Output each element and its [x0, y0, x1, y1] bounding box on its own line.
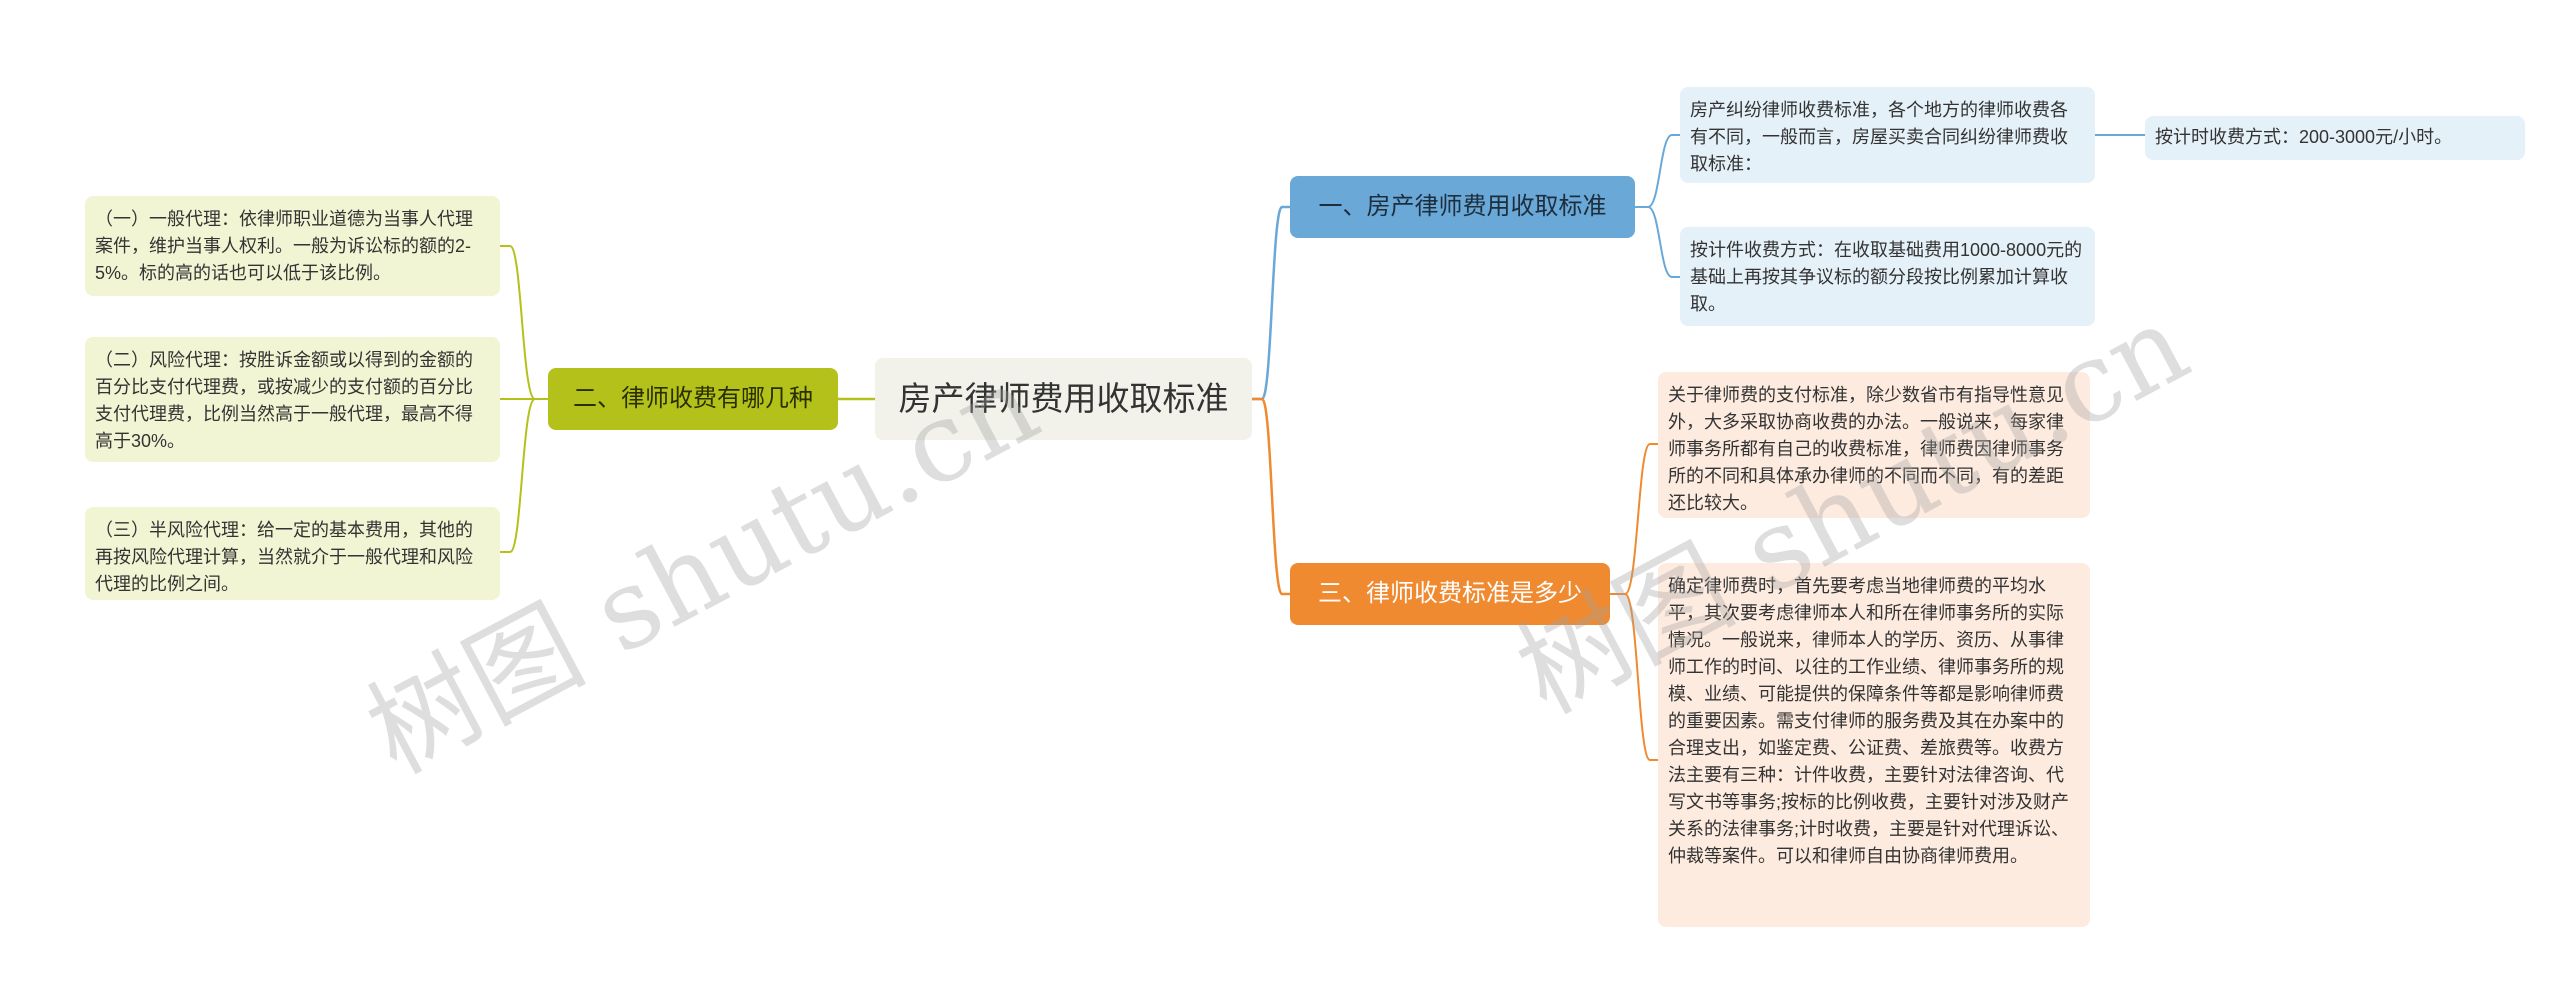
leaf-semi-risk-agency[interactable]: （三）半风险代理：给一定的基本费用，其他的再按风险代理计算，当然就介于一般代理和… — [85, 507, 500, 600]
root-topic[interactable]: 房产律师费用收取标准 — [875, 358, 1252, 440]
branch-fee-amount[interactable]: 三、律师收费标准是多少 — [1290, 563, 1610, 625]
leaf-piece-fee[interactable]: 按计件收费方式：在收取基础费用1000-8000元的基础上再按其争议标的额分段按… — [1680, 227, 2095, 326]
leaf-payment-standard[interactable]: 关于律师费的支付标准，除少数省市有指导性意见外，大多采取协商收费的办法。一般说来… — [1658, 372, 2090, 518]
leaf-risk-agency[interactable]: （二）风险代理：按胜诉金额或以得到的金额的百分比支付代理费，或按减少的支付额的百… — [85, 337, 500, 462]
leaf-fee-determination[interactable]: 确定律师费时，首先要考虑当地律师费的平均水平，其次要考虑律师本人和所在律师事务所… — [1658, 563, 2090, 927]
leaf-hourly-fee[interactable]: 按计时收费方式：200-3000元/小时。 — [2145, 116, 2525, 160]
branch-fee-types[interactable]: 二、律师收费有哪几种 — [548, 368, 838, 430]
branch-fee-standard[interactable]: 一、房产律师费用收取标准 — [1290, 176, 1635, 238]
leaf-dispute-fee-standard[interactable]: 房产纠纷律师收费标准，各个地方的律师收费各有不同，一般而言，房屋买卖合同纠纷律师… — [1680, 87, 2095, 183]
leaf-general-agency[interactable]: （一）一般代理：依律师职业道德为当事人代理案件，维护当事人权利。一般为诉讼标的额… — [85, 196, 500, 296]
